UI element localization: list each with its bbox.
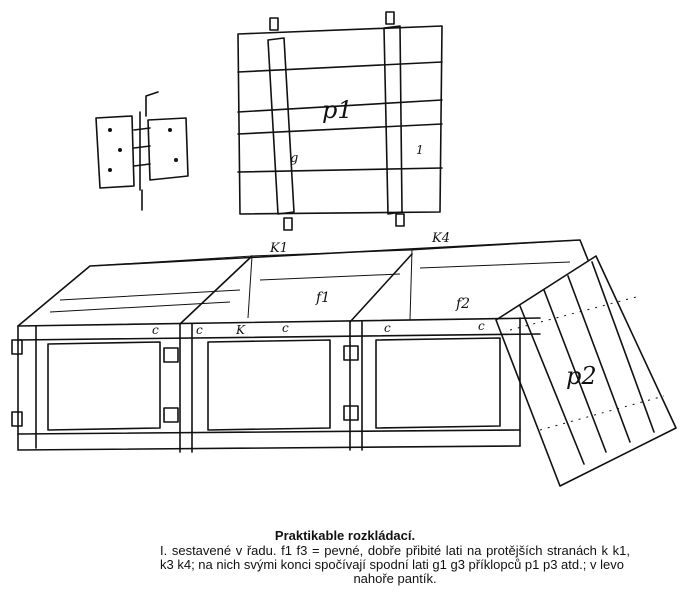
label-f2: f2 (455, 296, 470, 312)
label-f1: f1 (315, 290, 330, 306)
label-c3: c (384, 321, 391, 335)
label-c4: c (478, 319, 485, 333)
label-p2: p2 (566, 362, 597, 390)
label-k4: K4 (431, 231, 450, 246)
caption-line-1: I. sestavené v řadu. f1 f3 = pevné, dobř… (160, 543, 630, 558)
label-one: 1 (416, 143, 424, 157)
label-c1: c (196, 323, 203, 337)
lid-p2: p2 (495, 255, 677, 487)
label-c2: c (282, 321, 289, 335)
label-g: g (290, 151, 298, 166)
hinge-illustration (95, 91, 189, 211)
lid-p1: p1 1 g (237, 11, 443, 231)
platform-row: K1 K4 f1 f2 K c c c c c (11, 231, 589, 453)
caption-line-2: k3 k4; na nich svými konci spočívají spo… (160, 557, 624, 572)
caption-line-3: nahoře pantík. (353, 571, 437, 586)
label-c5: c (152, 323, 159, 337)
figure-title: Praktikable rozkládací. (274, 528, 416, 543)
label-p1: p1 (322, 96, 353, 124)
label-k1: K1 (269, 241, 288, 256)
figure-caption: I. sestavené v řadu. f1 f3 = pevné, dobř… (160, 544, 630, 586)
label-k: K (235, 323, 246, 337)
platform-drawing: p1 1 g K1 K4 f1 f2 K c c c c c p2 (11, 11, 677, 487)
